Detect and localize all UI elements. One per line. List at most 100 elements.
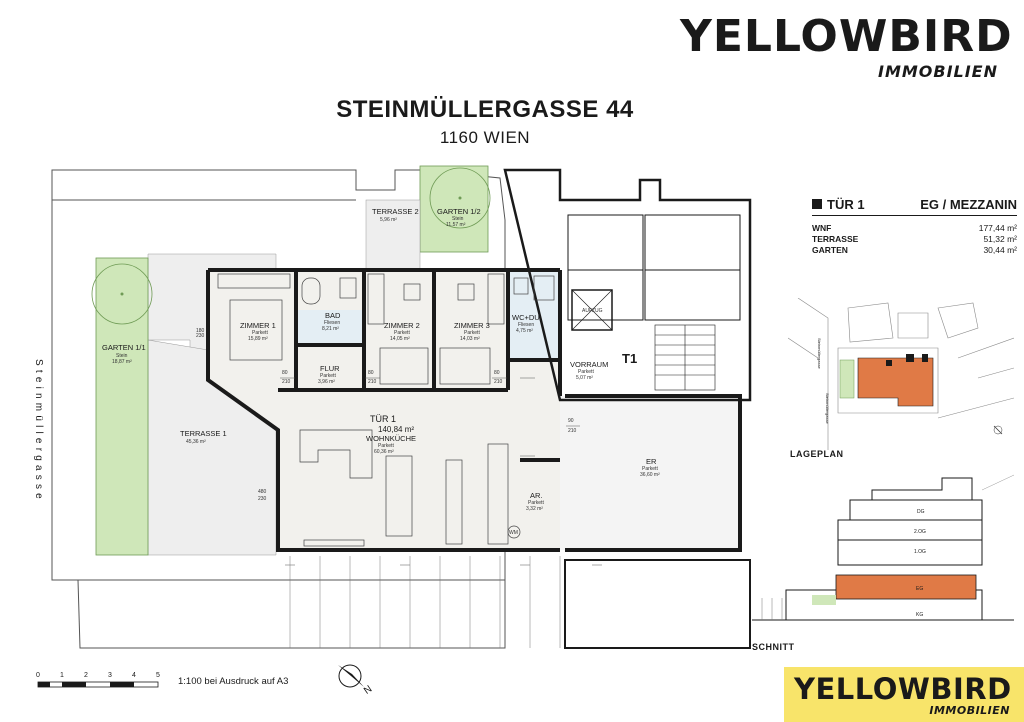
street-name-label: Steinmüllergasse — [33, 359, 44, 503]
section-level: 1.OG — [914, 549, 926, 555]
room-area: 60,36 m² — [374, 449, 394, 455]
unit-floor: EG / MEZZANIN — [920, 197, 1017, 212]
svg-text:230: 230 — [196, 333, 205, 339]
svg-text:180: 180 — [196, 328, 205, 334]
room-floor: Parkett — [394, 330, 410, 336]
address-title: STEINMÜLLERGASSE 44 — [336, 96, 634, 123]
room-floor: Stein — [116, 353, 128, 359]
tree-icon — [91, 263, 153, 325]
room-name: T1 — [622, 351, 637, 366]
scale-note: 1:100 bei Ausdruck auf A3 — [178, 676, 289, 687]
room-floor: Parkett — [642, 466, 658, 472]
tree-icon — [429, 167, 491, 229]
city-title: 1160 WIEN — [439, 128, 531, 147]
street-name-text: Steinmüllergasse — [33, 359, 44, 503]
svg-text:210: 210 — [368, 379, 377, 385]
brand-name: YELLOWBIRD — [680, 11, 1013, 62]
brand-logo-bottom: YELLOWBIRD IMMOBILIEN — [784, 667, 1024, 722]
room-floor: Parkett — [464, 330, 480, 336]
room-area: 5,96 m² — [380, 217, 397, 223]
building-highlight — [857, 357, 934, 407]
room-floor: Fliesen — [324, 320, 340, 326]
svg-text:210: 210 — [494, 379, 503, 385]
room-area: 18,87 m² — [112, 359, 132, 365]
room-floor: Parkett — [320, 373, 336, 379]
room-floor: Fliesen — [518, 322, 534, 328]
svg-text:480: 480 — [258, 489, 267, 495]
svg-text:Steinmüllergasse: Steinmüllergasse — [817, 338, 822, 369]
north-arrow-icon: N — [338, 664, 374, 697]
svg-text:210: 210 — [282, 379, 291, 385]
svg-text:Steinmüllergasse: Steinmüllergasse — [825, 393, 830, 424]
room-name: WOHNKÜCHE — [366, 434, 416, 443]
svg-text:0: 0 — [36, 672, 40, 679]
brand-sub: IMMOBILIEN — [929, 704, 1010, 717]
room-name: ER — [646, 457, 657, 466]
dimension-labels: 180 230 80 210 80 210 80 210 90 210 480 … — [196, 328, 577, 502]
section-level: 2.OG — [914, 529, 926, 535]
garten-1-1-area — [95, 257, 149, 556]
svg-text:3: 3 — [108, 672, 112, 679]
unit-door: TÜR 1 — [827, 197, 865, 212]
room-area: 3,32 m² — [526, 506, 543, 512]
svg-text:4: 4 — [132, 672, 136, 679]
building-core — [503, 168, 752, 402]
svg-text:5: 5 — [156, 672, 160, 679]
brand-name: YELLOWBIRD — [794, 672, 1012, 706]
room-floor: Stein — [452, 216, 464, 222]
section-level: EG — [916, 586, 923, 592]
section-drawing: DG 2.OG 1.OG EG KG — [752, 474, 1014, 621]
section-level: DG — [917, 509, 925, 515]
room-labels: TERRASSE 2 5,96 m² GARTEN 1/2 Stein 11,5… — [102, 207, 660, 536]
terrasse-2-area — [365, 199, 421, 271]
schnitt-caption: SCHNITT — [752, 642, 795, 652]
svg-text:80: 80 — [282, 370, 288, 376]
svg-text:80: 80 — [494, 370, 500, 376]
floor-plan: TERRASSE 2 5,96 m² GARTEN 1/2 Stein 11,5… — [51, 165, 752, 649]
room-area: 36,60 m² — [640, 472, 660, 478]
room-area: 8,21 m² — [322, 326, 339, 332]
room-name: GARTEN 1/2 — [437, 207, 481, 216]
room-area: 11,57 m² — [446, 222, 466, 228]
north-label: N — [362, 684, 374, 697]
svg-text:2: 2 — [84, 672, 88, 679]
apartment-interior — [208, 270, 740, 550]
room-name: AR. — [530, 491, 543, 500]
square-marker-icon — [812, 199, 822, 209]
room-area: 45,36 m² — [186, 439, 206, 445]
room-area: 4,75 m² — [516, 328, 533, 334]
room-name: TERRASSE 1 — [180, 429, 227, 438]
room-area: 3,96 m² — [318, 379, 335, 385]
scale-bar: 0 1 2 3 4 5 — [36, 672, 160, 688]
svg-text:90: 90 — [568, 418, 574, 424]
room-floor: Parkett — [252, 330, 268, 336]
unit-label: TÜR 1 — [370, 414, 396, 424]
brand-sub: IMMOBILIEN — [877, 62, 998, 81]
room-area: 14,03 m² — [460, 336, 480, 342]
section-level: KG — [916, 612, 923, 618]
lageplan-caption: LAGEPLAN — [790, 449, 844, 459]
room-floor: Parkett — [578, 369, 594, 375]
wm-label: WM — [509, 530, 518, 536]
room-name: GARTEN 1/1 — [102, 343, 146, 352]
room-name: VORRAUM — [570, 360, 608, 369]
eg-highlight — [835, 574, 977, 600]
neighbor-building — [564, 559, 751, 649]
divider — [812, 215, 1017, 216]
room-name: BAD — [325, 311, 341, 320]
room-floor: Parkett — [378, 443, 394, 449]
room-name: FLUR — [320, 364, 340, 373]
room-name: ZIMMER 3 — [454, 321, 490, 330]
walls — [206, 268, 742, 552]
room-floor: Parkett — [528, 500, 544, 506]
svg-text:80: 80 — [368, 370, 374, 376]
svg-text:230: 230 — [258, 496, 267, 502]
unit-total: 140,84 m² — [378, 425, 414, 434]
aufzug-label: AUFZUG — [582, 308, 603, 314]
brand-logo-top: YELLOWBIRD IMMOBILIEN — [676, 10, 1016, 82]
furniture — [217, 273, 555, 547]
